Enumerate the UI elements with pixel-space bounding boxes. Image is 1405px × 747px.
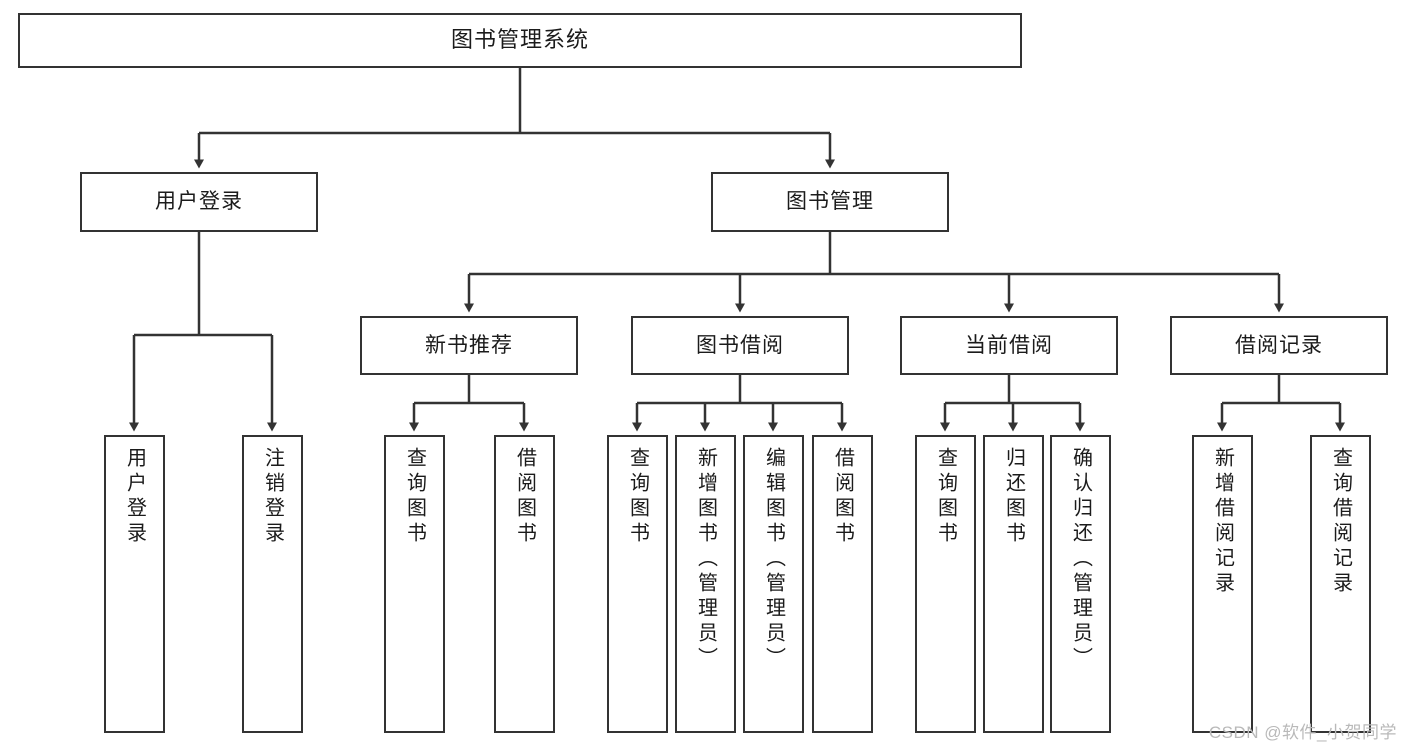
node-book-management[interactable]: 图书管理 bbox=[711, 172, 949, 232]
leaf-borrow-borrow-book[interactable]: 借阅图书 bbox=[812, 435, 873, 733]
node-new-book-recommend[interactable]: 新书推荐 bbox=[360, 316, 578, 375]
node-label: 图书管理系统 bbox=[450, 27, 589, 53]
leaf-current-return-book[interactable]: 归还图书 bbox=[983, 435, 1044, 733]
node-label: 查询图书 bbox=[626, 447, 649, 547]
node-label: 注销登录 bbox=[261, 447, 284, 547]
leaf-user-login-login[interactable]: 用户登录 bbox=[104, 435, 165, 733]
node-label: 查询图书 bbox=[934, 447, 957, 547]
node-current-borrow[interactable]: 当前借阅 bbox=[900, 316, 1118, 375]
node-label: 图书管理 bbox=[786, 190, 874, 214]
node-borrow-record[interactable]: 借阅记录 bbox=[1170, 316, 1388, 375]
node-label: 当前借阅 bbox=[965, 333, 1053, 357]
node-root-system[interactable]: 图书管理系统 bbox=[18, 13, 1022, 68]
node-label: 借阅图书 bbox=[513, 447, 536, 547]
leaf-current-query-book[interactable]: 查询图书 bbox=[915, 435, 976, 733]
leaf-record-add-record[interactable]: 新增借阅记录 bbox=[1192, 435, 1253, 733]
leaf-borrow-query-book[interactable]: 查询图书 bbox=[607, 435, 668, 733]
node-label: 编辑图书（管理员） bbox=[762, 447, 785, 672]
node-label: 借阅记录 bbox=[1235, 333, 1323, 357]
node-label: 用户登录 bbox=[155, 190, 243, 214]
node-label: 新增借阅记录 bbox=[1211, 447, 1234, 597]
node-label: 借阅图书 bbox=[831, 447, 854, 547]
leaf-recommend-query-book[interactable]: 查询图书 bbox=[384, 435, 445, 733]
leaf-recommend-borrow-book[interactable]: 借阅图书 bbox=[494, 435, 555, 733]
node-label: 查询图书 bbox=[403, 447, 426, 547]
node-label: 新书推荐 bbox=[425, 333, 513, 357]
leaf-borrow-add-book-admin[interactable]: 新增图书（管理员） bbox=[675, 435, 736, 733]
node-label: 归还图书 bbox=[1002, 447, 1025, 547]
node-book-borrow[interactable]: 图书借阅 bbox=[631, 316, 849, 375]
node-label: 查询借阅记录 bbox=[1329, 447, 1352, 597]
leaf-user-login-logout[interactable]: 注销登录 bbox=[242, 435, 303, 733]
node-user-login[interactable]: 用户登录 bbox=[80, 172, 318, 232]
leaf-record-query-record[interactable]: 查询借阅记录 bbox=[1310, 435, 1371, 733]
node-label: 确认归还（管理员） bbox=[1069, 447, 1092, 672]
csdn-watermark: CSDN @软件_小贺同学 bbox=[1208, 723, 1397, 742]
node-label: 用户登录 bbox=[123, 447, 146, 547]
node-label: 新增图书（管理员） bbox=[694, 447, 717, 672]
node-label: 图书借阅 bbox=[696, 333, 784, 357]
leaf-current-confirm-return-admin[interactable]: 确认归还（管理员） bbox=[1050, 435, 1111, 733]
leaf-borrow-edit-book-admin[interactable]: 编辑图书（管理员） bbox=[743, 435, 804, 733]
